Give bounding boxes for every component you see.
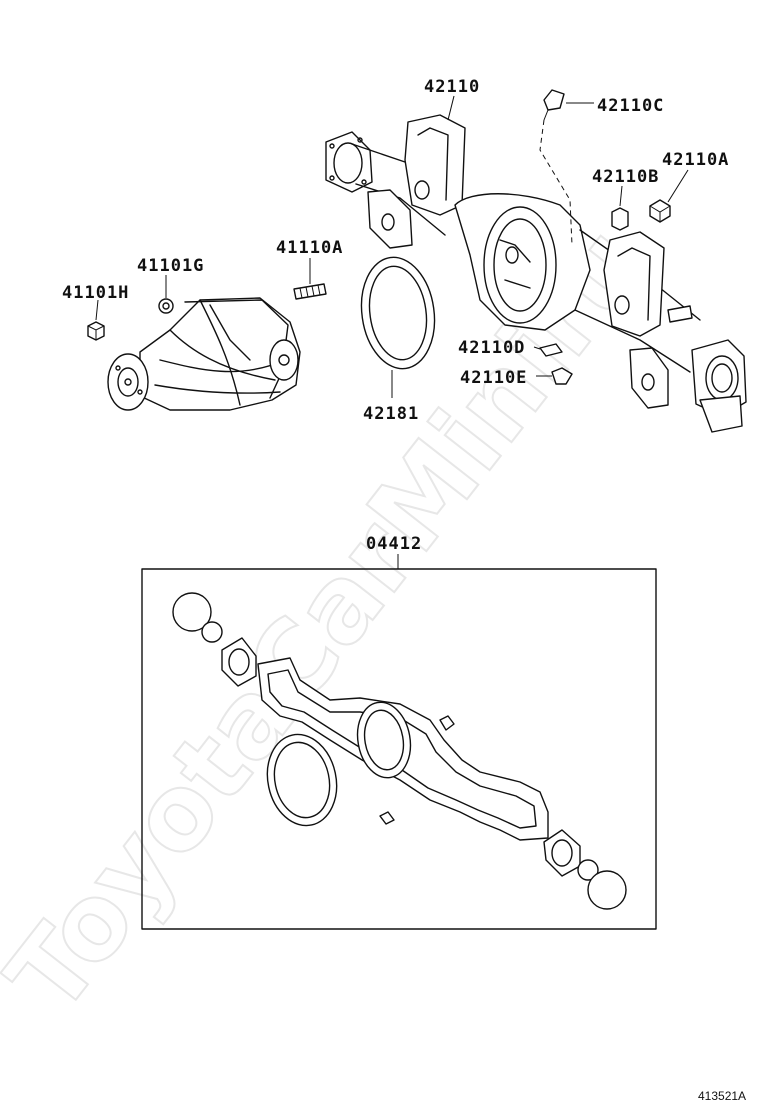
gasket-42110d[interactable]	[539, 343, 563, 357]
gasket-kit-box	[141, 568, 657, 930]
plug-42110b[interactable]	[611, 207, 629, 231]
breather-plug-42110c[interactable]	[539, 89, 573, 246]
label-04412: 04412	[366, 534, 422, 554]
plug-42110e[interactable]	[551, 367, 573, 385]
label-42110d: 42110D	[458, 338, 525, 358]
washer-41101g[interactable]	[158, 298, 174, 314]
differential-carrier[interactable]	[107, 297, 301, 411]
axle-housing[interactable]	[325, 114, 747, 433]
figure-reference: 413521A	[698, 1089, 746, 1103]
label-42110e: 42110E	[460, 368, 527, 388]
label-41101g: 41101G	[137, 256, 204, 276]
nut-41101h[interactable]	[87, 321, 105, 341]
label-42181: 42181	[363, 404, 419, 424]
nut-42110a[interactable]	[649, 199, 671, 223]
label-42110c: 42110C	[597, 96, 664, 116]
label-42110b: 42110B	[592, 167, 659, 187]
label-41110a: 41110A	[276, 238, 343, 258]
label-42110a: 42110A	[662, 150, 729, 170]
gasket-kit-04412[interactable]	[172, 592, 627, 910]
stud-41110a[interactable]	[293, 283, 327, 300]
label-41101h: 41101H	[62, 283, 129, 303]
label-42110: 42110	[424, 77, 480, 97]
gasket-42181[interactable]	[355, 253, 442, 374]
